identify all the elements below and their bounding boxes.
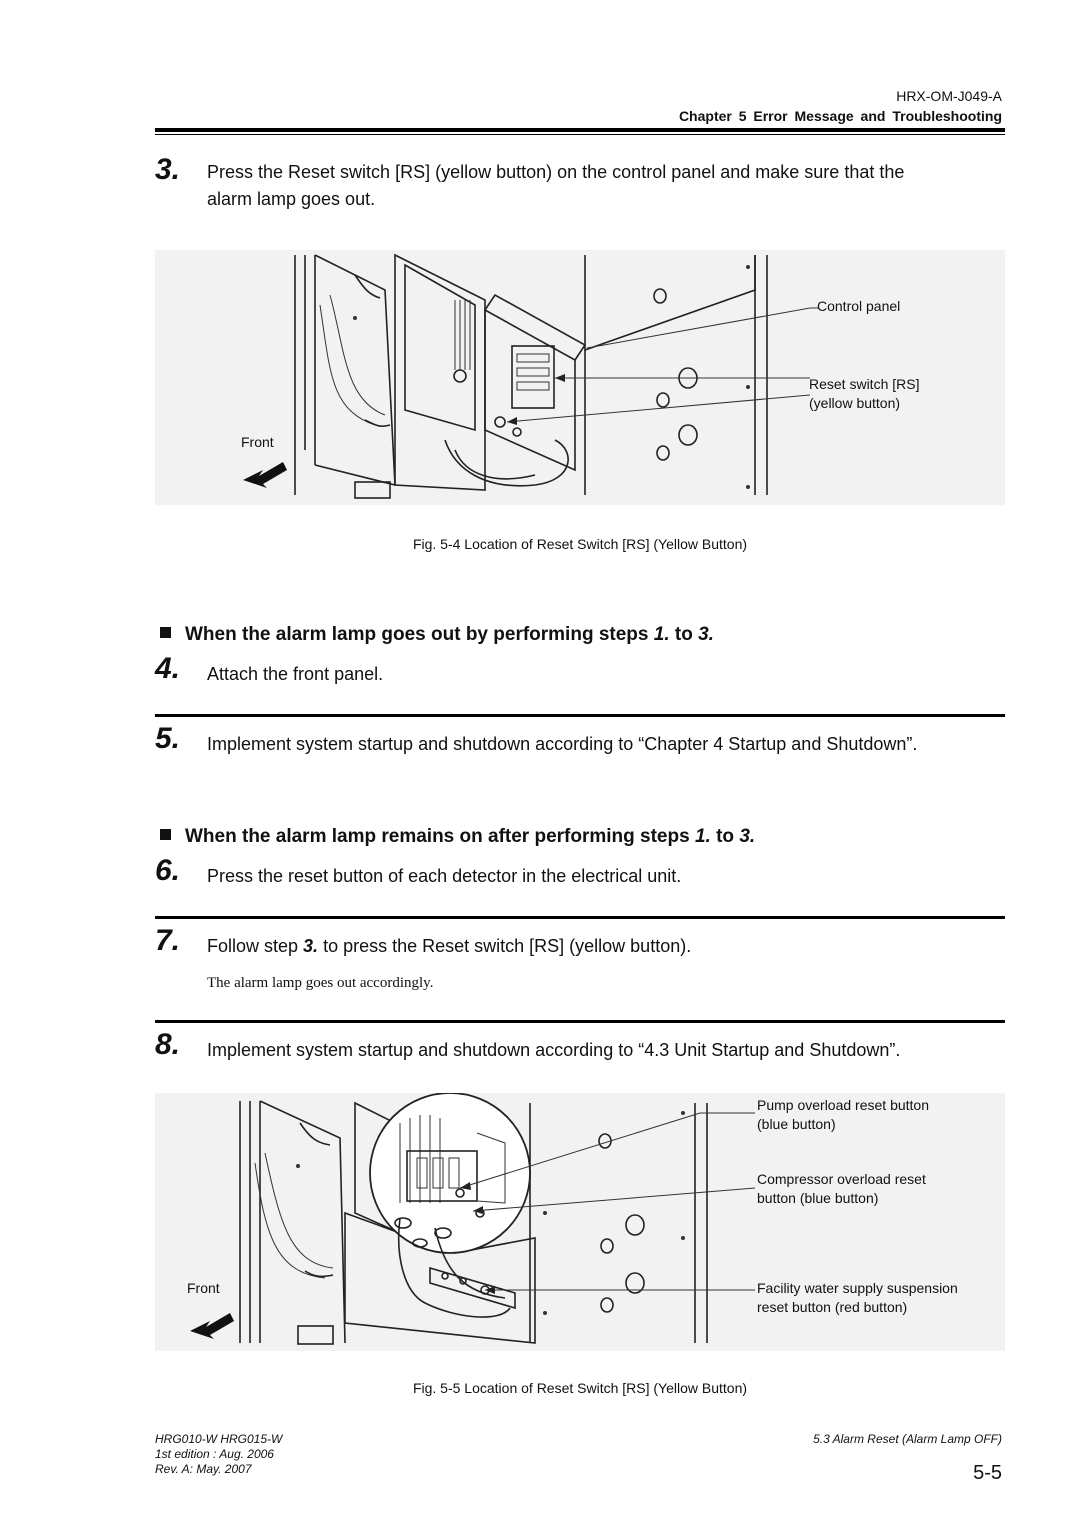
section-b-heading-to: to — [710, 826, 740, 847]
label-reset-switch-line-2: (yellow button) — [809, 395, 901, 411]
figure-5-5-caption: Fig. 5-5 Location of Reset Switch [RS] (… — [412, 1380, 748, 1396]
label-compressor-line-1: Compressor overload reset — [757, 1171, 926, 1187]
step-4-number: 4. — [155, 652, 181, 685]
label-pump-line-1: Pump overload reset button — [757, 1097, 929, 1113]
square-bullet-icon — [160, 627, 171, 638]
step-divider — [155, 714, 1005, 717]
footer-revision: Rev. A: May. 2007 — [155, 1462, 252, 1476]
label-front: Front — [187, 1280, 220, 1296]
section-b-step-ref-3: 3. — [739, 826, 756, 847]
step-7-text-pre: Follow step — [207, 936, 304, 956]
label-control-panel: Control panel — [817, 298, 901, 314]
step-3-text: Press the Reset switch [RS] (yellow butt… — [207, 159, 1007, 213]
step-7-step-ref: 3. — [303, 936, 319, 956]
chapter-title: Chapter 5 Error Message and Troubleshoot… — [678, 108, 1002, 124]
footer-models: HRG010-W HRG015-W — [155, 1432, 283, 1446]
label-front: Front — [241, 434, 274, 450]
section-heading-remains-on: When the alarm lamp remains on after per… — [160, 826, 755, 848]
step-6-text: Press the reset button of each detector … — [207, 866, 682, 886]
label-pump-line-2: (blue button) — [757, 1116, 836, 1132]
step-5-text: Implement system startup and shutdown ac… — [207, 734, 918, 754]
footer-edition: 1st edition : Aug. 2006 — [155, 1447, 274, 1461]
section-b-heading-text: When the alarm lamp remains on after per… — [185, 826, 695, 847]
overload-reset-illustration — [155, 1092, 1005, 1351]
figure-5-5 — [155, 1092, 1005, 1351]
square-bullet-icon — [160, 829, 171, 840]
page-number: 5-5 — [973, 1462, 1002, 1484]
step-6-number: 6. — [155, 854, 181, 887]
step-8-text: Implement system startup and shutdown ac… — [207, 1040, 901, 1060]
step-3-line-1: Press the Reset switch [RS] (yellow butt… — [207, 162, 905, 182]
label-reset-switch-line-1: Reset switch [RS] — [809, 376, 920, 392]
footer-section: 5.3 Alarm Reset (Alarm Lamp OFF) — [813, 1432, 1002, 1446]
reset-switch-illustration — [155, 250, 1005, 505]
header-rule — [155, 128, 1005, 135]
section-a-step-ref-3: 3. — [698, 624, 714, 645]
step-8-number: 8. — [155, 1028, 181, 1061]
section-heading-goes-out: When the alarm lamp goes out by performi… — [160, 624, 714, 646]
step-7-text: Follow step 3. to press the Reset switch… — [207, 933, 691, 960]
step-3-number: 3. — [155, 153, 181, 186]
label-compressor-overload-reset: Compressor overload reset button (blue b… — [757, 1170, 926, 1208]
figure-5-4-caption: Fig. 5-4 Location of Reset Switch [RS] (… — [412, 536, 748, 552]
label-pump-overload-reset: Pump overload reset button (blue button) — [757, 1096, 929, 1134]
section-b-step-ref-1: 1. — [694, 826, 711, 847]
label-reset-switch: Reset switch [RS] (yellow button) — [809, 375, 919, 413]
section-a-step-ref-1: 1. — [653, 624, 670, 645]
label-water-line-2: reset button (red button) — [757, 1299, 908, 1315]
footer-info: HRG010-W HRG015-W 1st edition : Aug. 200… — [155, 1432, 282, 1477]
step-7-text-post: to press the Reset switch [RS] (yellow b… — [318, 936, 692, 956]
label-water-line-1: Facility water supply suspension — [757, 1280, 958, 1296]
step-divider — [155, 1020, 1005, 1023]
section-a-heading-to: to — [669, 624, 699, 645]
section-a-heading-text: When the alarm lamp goes out by performi… — [185, 624, 654, 645]
step-3-line-2: alarm lamp goes out. — [207, 189, 376, 209]
step-7-note: The alarm lamp goes out accordingly. — [207, 975, 434, 991]
label-facility-water-reset: Facility water supply suspension reset b… — [757, 1279, 958, 1317]
figure-5-4 — [155, 250, 1005, 505]
step-4-text: Attach the front panel. — [207, 664, 384, 684]
document-id: HRX-OM-J049-A — [896, 88, 1002, 104]
step-5-number: 5. — [155, 722, 181, 755]
label-compressor-line-2: button (blue button) — [757, 1190, 879, 1206]
step-7-number: 7. — [155, 924, 181, 957]
step-divider — [155, 916, 1005, 919]
